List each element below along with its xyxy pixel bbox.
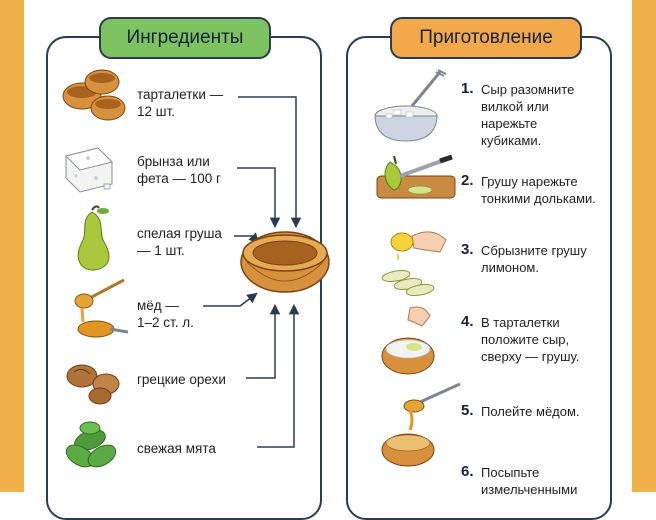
illustrations-layer bbox=[62, 69, 461, 468]
ingredient-mint-label: свежая мята bbox=[137, 441, 216, 456]
ingredient-tartlets-label: тарталетки — 12 шт. bbox=[137, 87, 224, 119]
cheese-icon bbox=[65, 147, 113, 193]
bowl-fork-icon bbox=[374, 69, 447, 142]
right-accent-bar bbox=[632, 0, 656, 492]
center-tartlet-icon bbox=[240, 231, 330, 293]
step-4-number: 4. bbox=[461, 313, 474, 330]
ingredient-pear-label: спелая груша — 1 шт. bbox=[137, 226, 222, 258]
left-accent-bar bbox=[0, 0, 24, 492]
walnut-icon bbox=[66, 364, 120, 405]
lemon-squeeze-icon bbox=[381, 231, 447, 296]
step-4-text: В тарталетки положите сыр, сверху — груш… bbox=[481, 315, 580, 364]
honey-drizzle-icon bbox=[381, 382, 461, 467]
step-3-number: 3. bbox=[461, 241, 474, 258]
connector-arrows bbox=[203, 96, 302, 448]
step-6-number: 6. bbox=[461, 463, 474, 480]
step-5-text: Полейте мёдом. bbox=[481, 404, 580, 419]
step-6-text: Посыпьте измельченными bbox=[481, 465, 578, 497]
ingredient-feta-label: брынза или фета — 100 г bbox=[137, 154, 221, 186]
step-3-text: Сбрызните грушу лимоном. bbox=[481, 243, 587, 275]
ingredients-header: Ингредиенты bbox=[99, 17, 271, 59]
cutting-board-icon bbox=[376, 154, 456, 199]
tartlets-icon bbox=[62, 69, 126, 121]
step-2-number: 2. bbox=[461, 172, 474, 189]
step-5-number: 5. bbox=[461, 402, 474, 419]
preparation-header: Приготовление bbox=[390, 17, 582, 59]
fill-tartlet-icon bbox=[381, 306, 435, 375]
ingredient-walnuts-label: грецкие орехи bbox=[137, 372, 226, 387]
step-1-number: 1. bbox=[461, 80, 474, 97]
honey-icon bbox=[74, 278, 129, 338]
ingredient-honey-label: мёд — 1–2 ст. л. bbox=[137, 298, 194, 330]
step-1-text: Сыр разомните вилкой или нарежьте кубика… bbox=[481, 82, 575, 148]
pear-icon bbox=[77, 205, 110, 271]
mint-icon bbox=[65, 421, 117, 468]
step-2-text: Грушу нарежьте тонкими дольками. bbox=[481, 174, 596, 206]
